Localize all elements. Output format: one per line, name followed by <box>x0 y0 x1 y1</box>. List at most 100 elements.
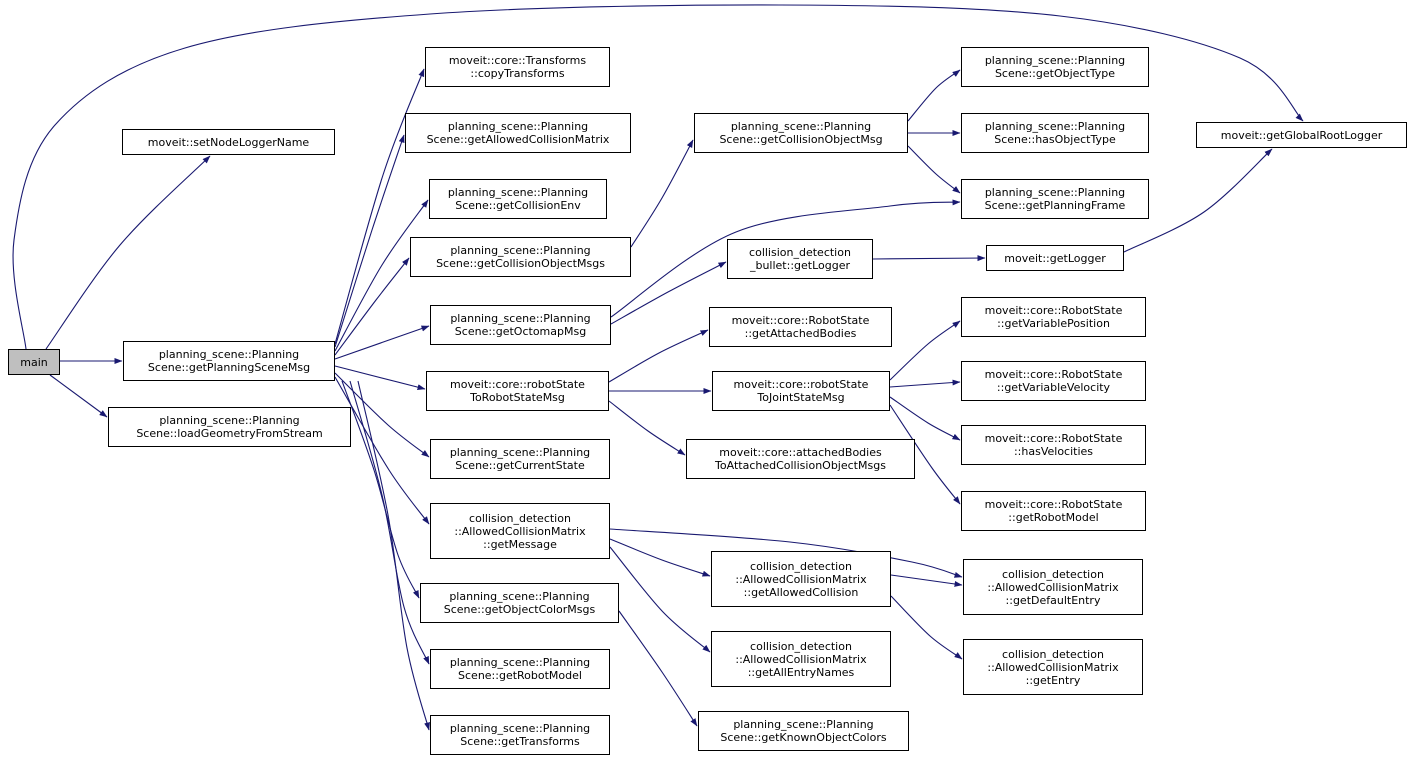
edge-robotStateToJointStateMsg-to-getVariablePosition <box>889 320 961 381</box>
edge-acmGetMessage-to-getDefaultEntry <box>609 528 963 578</box>
node-label: moveit::core::RobotState <box>731 314 870 327</box>
node-setNodeLoggerName[interactable]: moveit::setNodeLoggerName <box>122 129 335 155</box>
node-getAllEntryNames[interactable]: collision_detection::AllowedCollisionMat… <box>711 631 891 687</box>
node-getAllowedCollision[interactable]: collision_detection::AllowedCollisionMat… <box>711 551 891 607</box>
node-getVariablePosition[interactable]: moveit::core::RobotState::getVariablePos… <box>961 297 1146 337</box>
edge-robotStateToJointStateMsg-to-rsGetRobotModel <box>889 404 961 505</box>
edge-robotStateToRobotStateMsg-to-getAttachedBodies <box>608 329 709 383</box>
node-label: ::getRobotModel <box>1008 511 1099 524</box>
node-label: ::hasVelocities <box>1013 445 1094 458</box>
node-label: Scene::getCollisionObjectMsg <box>719 133 883 146</box>
node-label: Scene::getPlanningFrame <box>984 199 1126 212</box>
node-label: ::AllowedCollisionMatrix <box>735 572 867 586</box>
node-label: ::getVariablePosition <box>997 317 1110 330</box>
node-label: ::getMessage <box>483 537 557 551</box>
node-label: ::getAllowedCollision <box>743 585 859 599</box>
node-getDefaultEntry[interactable]: collision_detection::AllowedCollisionMat… <box>963 559 1143 615</box>
node-label: moveit::setNodeLoggerName <box>147 135 310 149</box>
node-getVariableVelocity[interactable]: moveit::core::RobotState::getVariableVel… <box>961 361 1146 401</box>
node-rsGetRobotModel[interactable]: moveit::core::RobotState::getRobotModel <box>961 491 1146 531</box>
node-label: moveit::core::RobotState <box>984 498 1123 511</box>
node-label: ::getEntry <box>1025 673 1081 687</box>
node-label: Scene::getCollisionObjectMsgs <box>436 257 605 270</box>
node-label: collision_detection <box>1002 647 1104 661</box>
node-label: ::AllowedCollisionMatrix <box>454 524 586 538</box>
node-label: collision_detection <box>750 559 852 573</box>
edge-getPlanningSceneMsg-to-getCollisionEnv <box>334 199 429 352</box>
edge-acmGetMessage-to-getAllEntryNames <box>609 546 711 653</box>
node-label: collision_detection <box>749 246 851 259</box>
node-label: planning_scene::Planning <box>449 446 591 459</box>
node-label: planning_scene::Planning <box>447 120 589 133</box>
node-label: planning_scene::Planning <box>450 244 591 257</box>
node-getEntry[interactable]: collision_detection::AllowedCollisionMat… <box>963 639 1143 695</box>
node-label: ::AllowedCollisionMatrix <box>987 580 1119 594</box>
node-label: moveit::core::attachedBodies <box>719 446 882 459</box>
node-label: ::getDefaultEntry <box>1005 593 1101 607</box>
node-label: moveit::core::RobotState <box>984 432 1123 445</box>
edge-main-to-getGlobalRootLogger <box>12 4 1304 350</box>
node-label: Scene::getRobotModel <box>458 669 582 682</box>
edge-getAllowedCollision-to-getDefaultEntry <box>890 574 963 587</box>
node-label: Scene::loadGeometryFromStream <box>136 427 323 440</box>
node-label: ToRobotStateMsg <box>470 391 565 404</box>
node-label: collision_detection <box>469 511 571 525</box>
node-label: ::copyTransforms <box>470 67 565 80</box>
node-label: collision_detection <box>1002 567 1104 581</box>
edge-getCollisionObjectMsg-to-getPlanningFrame <box>907 145 961 194</box>
node-label: moveit::core::RobotState <box>984 368 1123 381</box>
node-label: Scene::getObjectColorMsgs <box>443 603 596 616</box>
node-label: Scene::getOctomapMsg <box>454 325 587 338</box>
node-label: planning_scene::Planning <box>158 348 300 361</box>
node-moveitGetLogger[interactable]: moveit::getLogger <box>986 245 1124 271</box>
node-label: Scene::getObjectType <box>994 67 1116 80</box>
node-label: collision_detection <box>750 639 852 653</box>
node-label: Scene::getPlanningSceneMsg <box>147 361 311 374</box>
edge-acmGetMessage-to-getAllowedCollision <box>609 538 711 577</box>
edge-getOctomapMsg-to-bulletGetLogger <box>610 261 727 325</box>
node-copyTransforms[interactable]: moveit::core::Transforms::copyTransforms <box>425 47 610 87</box>
node-hasVelocities[interactable]: moveit::core::RobotState::hasVelocities <box>961 425 1146 465</box>
node-label: Scene::getKnownObjectColors <box>720 731 887 744</box>
node-label: Scene::getTransforms <box>460 735 580 748</box>
node-label: moveit::core::robotState <box>733 378 869 391</box>
node-label: planning_scene::Planning <box>733 718 874 731</box>
node-label: planning_scene::Planning <box>159 414 300 427</box>
node-label: ToJointStateMsg <box>757 391 845 404</box>
edge-getPlanningSceneMsg-to-robotStateToRobotStateMsg <box>334 365 426 391</box>
node-bulletGetLogger[interactable]: collision_detection_bullet::getLogger <box>727 239 873 279</box>
node-getAttachedBodies[interactable]: moveit::core::RobotState::getAttachedBod… <box>709 307 892 347</box>
node-label: Scene::getAllowedCollisionMatrix <box>426 133 610 146</box>
node-label: planning_scene::Planning <box>984 186 1126 199</box>
edge-getPlanningSceneMsg-to-getCollisionObjectMsgs <box>334 257 410 356</box>
node-getGlobalRootLogger[interactable]: moveit::getGlobalRootLogger <box>1196 122 1407 148</box>
edge-getPlanningSceneMsg-to-getCurrentState <box>334 372 430 458</box>
edge-getPlanningSceneMsg-to-psGetTransforms <box>357 380 430 731</box>
node-label: ::getAllEntryNames <box>747 665 855 679</box>
node-label: ToAttachedCollisionObjectMsgs <box>715 459 886 472</box>
edge-robotStateToJointStateMsg-to-hasVelocities <box>889 396 961 441</box>
node-label: moveit::core::robotState <box>450 378 585 391</box>
node-acmGetMessage[interactable]: collision_detection::AllowedCollisionMat… <box>430 503 610 559</box>
edge-main-to-setNodeLoggerName <box>45 155 211 350</box>
